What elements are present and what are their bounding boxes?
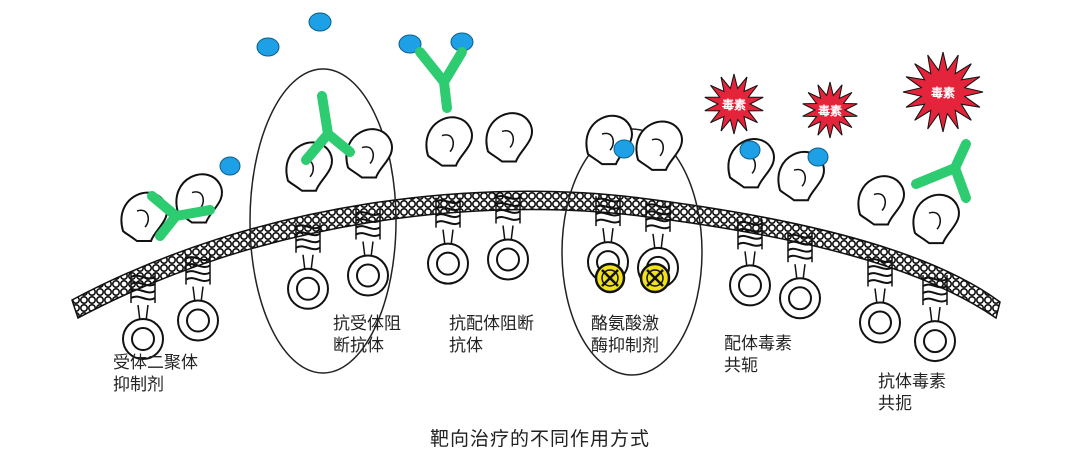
toxin-star-1: 毒素 — [704, 73, 764, 135]
antibody-anti-ligand — [415, 47, 467, 113]
label-ligand-toxin: 配体毒素 共轭 — [724, 333, 792, 377]
group-ellipse-anti-receptor — [249, 68, 397, 374]
label-line: 抗受体阻 — [333, 314, 401, 334]
receptor — [912, 193, 960, 363]
ligand-dot — [613, 139, 635, 159]
ligand-dot — [308, 12, 332, 32]
label-anti-ligand: 抗配体阻断 抗体 — [449, 313, 534, 357]
antibody-anti-receptor — [301, 91, 355, 165]
label-tki: 酪氨酸激 酶抑制剂 — [591, 313, 659, 357]
diagram-caption: 靶向治疗的不同作用方式 — [429, 428, 650, 450]
receptor — [285, 141, 333, 310]
toxin-star-3: 毒素 — [902, 51, 984, 133]
ligand-dot — [398, 34, 422, 54]
ligand-dot — [219, 156, 241, 176]
toxin-text: 毒素 — [722, 97, 746, 112]
receptor — [425, 116, 473, 285]
label-line: 抗体 — [449, 336, 483, 356]
label-line: 抑制剂 — [113, 375, 164, 395]
label-line: 共轭 — [724, 356, 758, 376]
label-antibody-toxin: 抗体毒素 共扼 — [878, 371, 946, 415]
tki-inhibitor-right — [639, 262, 671, 294]
receptor — [485, 112, 533, 281]
cell-membrane — [71, 190, 1001, 320]
receptor — [777, 151, 825, 320]
label-line: 共扼 — [878, 394, 912, 414]
ligand-group — [219, 12, 829, 176]
label-line: 酪氨酸激 — [591, 314, 659, 334]
antibody-toxin-conjugate — [911, 139, 971, 203]
receptor — [857, 175, 905, 344]
receptor — [345, 128, 393, 297]
ligand-dot — [739, 140, 761, 160]
antibody-dimer-inhibitor — [147, 191, 215, 241]
label-line: 抗体毒素 — [878, 372, 946, 392]
label-line: 抗配体阻断 — [449, 314, 534, 334]
label-dimer-inhibitor: 受体二聚体 抑制剂 — [113, 352, 198, 396]
label-line: 断抗体 — [333, 336, 384, 356]
label-line: 受体二聚体 — [113, 353, 198, 373]
label-line: 配体毒素 — [724, 334, 792, 354]
label-anti-receptor: 抗受体阻 断抗体 — [333, 313, 401, 357]
toxin-text: 毒素 — [931, 85, 955, 100]
ligand-dot — [256, 37, 280, 57]
label-line: 酶抑制剂 — [591, 336, 659, 356]
ligand-dot — [807, 147, 829, 167]
toxin-text: 毒素 — [818, 103, 842, 118]
tki-inhibitor-left — [594, 262, 626, 294]
toxin-star-2: 毒素 — [802, 81, 858, 139]
